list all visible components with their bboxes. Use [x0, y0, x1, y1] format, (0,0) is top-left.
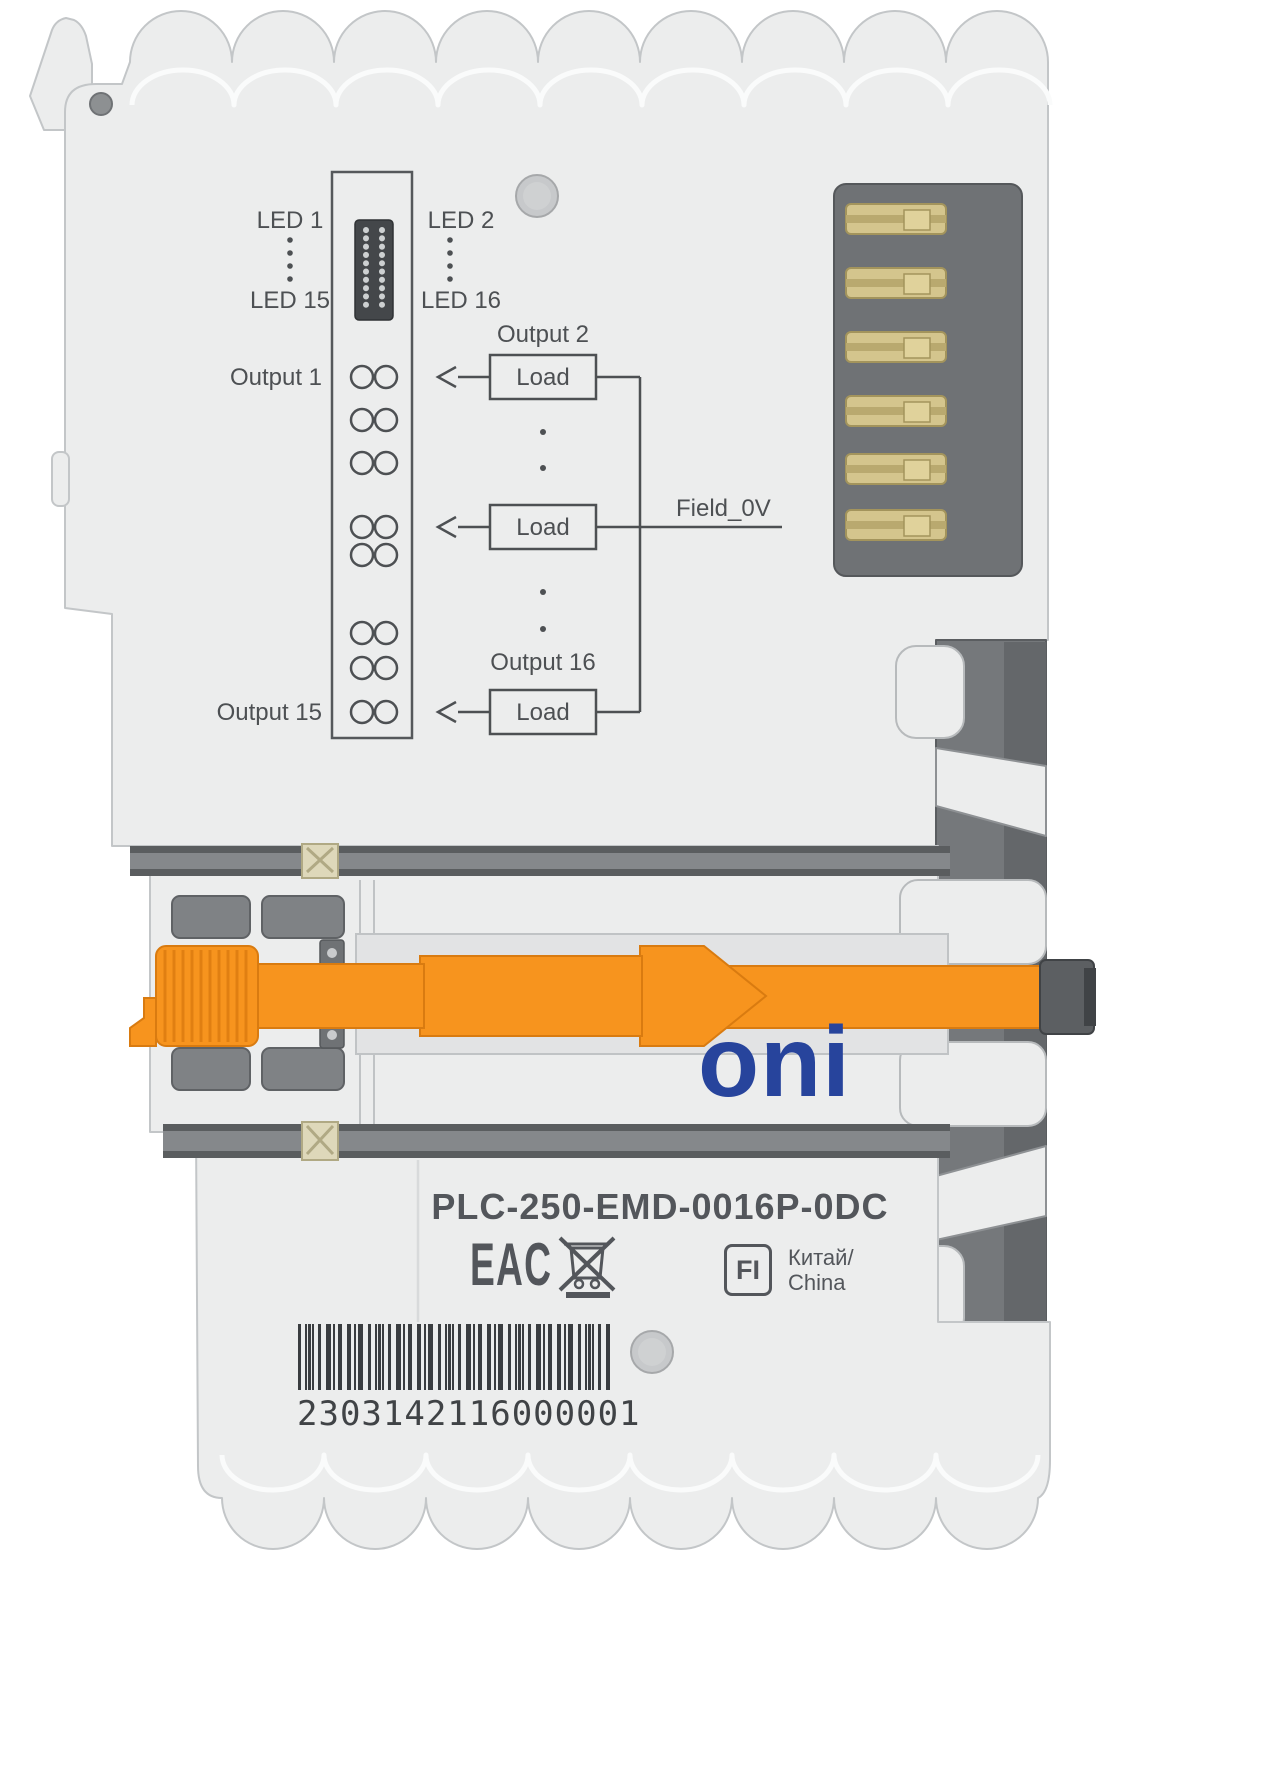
led-label-left-bottom: LED 15 — [249, 287, 331, 314]
upper-body — [64, 10, 1049, 847]
bottom-ridge-seam — [219, 1452, 1041, 1493]
latch-pocket-br — [261, 1047, 345, 1091]
mounting-hole-top-inner — [523, 182, 551, 210]
band-bottom-edge-b — [163, 1151, 950, 1158]
latch-handle-ribs — [163, 950, 248, 1042]
eac-mark: EAC — [470, 1231, 553, 1298]
field-bus-wire — [596, 375, 782, 714]
output-last-label: Output 15 — [216, 699, 322, 726]
output-first-label: Output 1 — [229, 364, 322, 391]
pin-header-icon — [354, 219, 394, 321]
rail-foot-mid-bottom — [899, 1041, 1047, 1127]
band-top-edge-b — [130, 869, 950, 876]
load-box-1-label: Load — [516, 364, 570, 391]
latch-pocket-tl — [171, 895, 251, 939]
country-of-origin: Китай/ China — [788, 1245, 854, 1295]
contact-2 — [845, 267, 947, 299]
latch-pocket-bl — [171, 1047, 251, 1091]
separator-bands — [130, 843, 950, 1161]
contact-4 — [845, 395, 947, 427]
oni-logo: oni — [698, 1006, 851, 1118]
load-box-3-label: Load — [516, 699, 570, 726]
latch-assembly — [129, 880, 1096, 1124]
latch-end-tip — [1084, 968, 1096, 1026]
latch-pocket-tr — [261, 895, 345, 939]
origin-line-en: China — [788, 1270, 846, 1295]
lever-pin — [89, 92, 113, 116]
contact-3 — [845, 331, 947, 363]
load-box-2-label: Load — [516, 514, 570, 541]
contact-5 — [845, 453, 947, 485]
field-0v-label: Field_0V — [676, 495, 771, 522]
top-ridge-seam — [129, 67, 1053, 108]
band-bottom-edge-a — [163, 1124, 950, 1131]
latch-pin-bottom-dot — [327, 1030, 337, 1040]
load-ellipsis-dots — [540, 429, 546, 632]
latch-bar-left — [255, 963, 425, 1029]
weee-icon — [558, 1236, 616, 1298]
serial-number: 2303142116000001 — [297, 1394, 641, 1434]
led-label-right-bottom: LED 16 — [420, 287, 502, 314]
latch-hook — [129, 997, 157, 1047]
lower-body — [195, 1129, 1051, 1550]
rail-hook-top — [935, 747, 1047, 837]
load-bottom-title: Output 16 — [490, 649, 596, 676]
latch-pin-top-dot — [327, 948, 337, 958]
latch-bar-mid — [419, 955, 643, 1037]
connector-outline — [330, 170, 414, 740]
led-ellipsis-dots — [287, 237, 453, 282]
fi-mark-label: FI — [736, 1254, 760, 1285]
release-latch — [129, 945, 1096, 1047]
terminal-circles — [349, 364, 399, 725]
band-bottom-clip-x — [305, 1124, 335, 1156]
band-top-edge-a — [130, 846, 950, 853]
fi-mark: FI — [724, 1244, 772, 1296]
wiring-diagram — [287, 170, 782, 740]
barcode — [298, 1324, 610, 1390]
led-label-right-top: LED 2 — [427, 207, 495, 234]
bus-contacts — [833, 183, 1023, 577]
led-label-left-top: LED 1 — [256, 207, 324, 234]
load-arrows — [435, 365, 490, 724]
contact-6 — [845, 509, 947, 541]
origin-line-ru: Китай/ — [788, 1245, 854, 1270]
side-tab — [51, 451, 70, 507]
mounting-hole-bottom-inner — [638, 1338, 666, 1366]
contact-1 — [845, 203, 947, 235]
latch-handle — [155, 945, 259, 1047]
load-top-title: Output 2 — [496, 321, 590, 348]
rail-foot-top — [895, 645, 965, 739]
model-number: PLC-250-EMD-0016P-0DC — [431, 1186, 889, 1227]
band-top-clip-x — [305, 846, 335, 874]
